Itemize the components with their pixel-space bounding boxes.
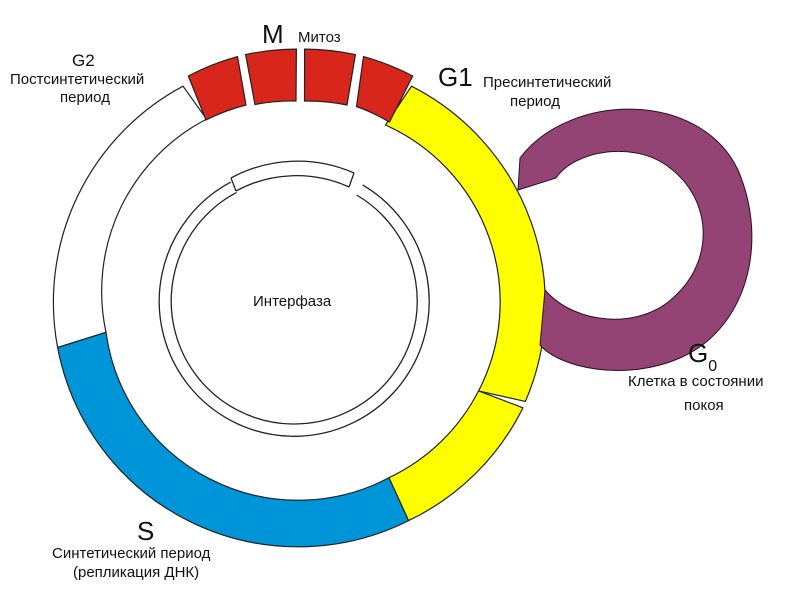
m-phase-code: M — [262, 19, 284, 49]
s-phase-segment — [56, 331, 410, 548]
interphase-ring-top-inner — [235, 175, 350, 192]
mitosis-segment-4 — [355, 55, 414, 123]
m-phase-name: Митоз — [298, 29, 341, 46]
g0-phase-code: G0 — [688, 338, 717, 375]
s-phase-name-line1: Синтетический период — [52, 545, 211, 562]
g0-code-subscript: 0 — [708, 358, 717, 375]
g0-code-main: G — [688, 338, 708, 368]
interphase-label: Интерфаза — [253, 293, 332, 310]
g1-lower-segment — [388, 390, 524, 522]
g1-phase-name-line2: период — [510, 93, 560, 110]
interphase-ring-left-outer — [158, 181, 430, 437]
outer-phase-ring — [52, 48, 546, 548]
g2-phase-segment — [52, 85, 208, 349]
interphase-ring — [158, 160, 430, 437]
interphase-ring-gap-right — [348, 172, 355, 188]
g1-phase-name-line1: Пресинтетический — [483, 74, 611, 91]
g0-resting-loop — [517, 108, 753, 371]
g0-phase-name-line1: Клетка в состоянии — [628, 373, 763, 390]
g1-upper-segment — [384, 85, 546, 403]
mitosis-segment-2 — [244, 48, 298, 106]
g2-phase-name-line1: Постсинтетический — [10, 71, 144, 88]
interphase-ring-top-outer — [230, 160, 355, 179]
mitosis-segment-1 — [187, 55, 247, 121]
g2-phase-code: G2 — [72, 51, 95, 70]
g0-phase-name-line2: покоя — [684, 397, 724, 414]
interphase-ring-left-inner — [170, 191, 418, 425]
s-phase-code: S — [137, 516, 154, 546]
mitosis-segment-3 — [303, 48, 357, 106]
g2-phase-name-line2: период — [60, 89, 110, 106]
interphase-ring-gap-left — [230, 177, 237, 192]
s-phase-name-line2: (репликация ДНК) — [73, 564, 199, 581]
g1-phase-code: G1 — [438, 62, 473, 92]
